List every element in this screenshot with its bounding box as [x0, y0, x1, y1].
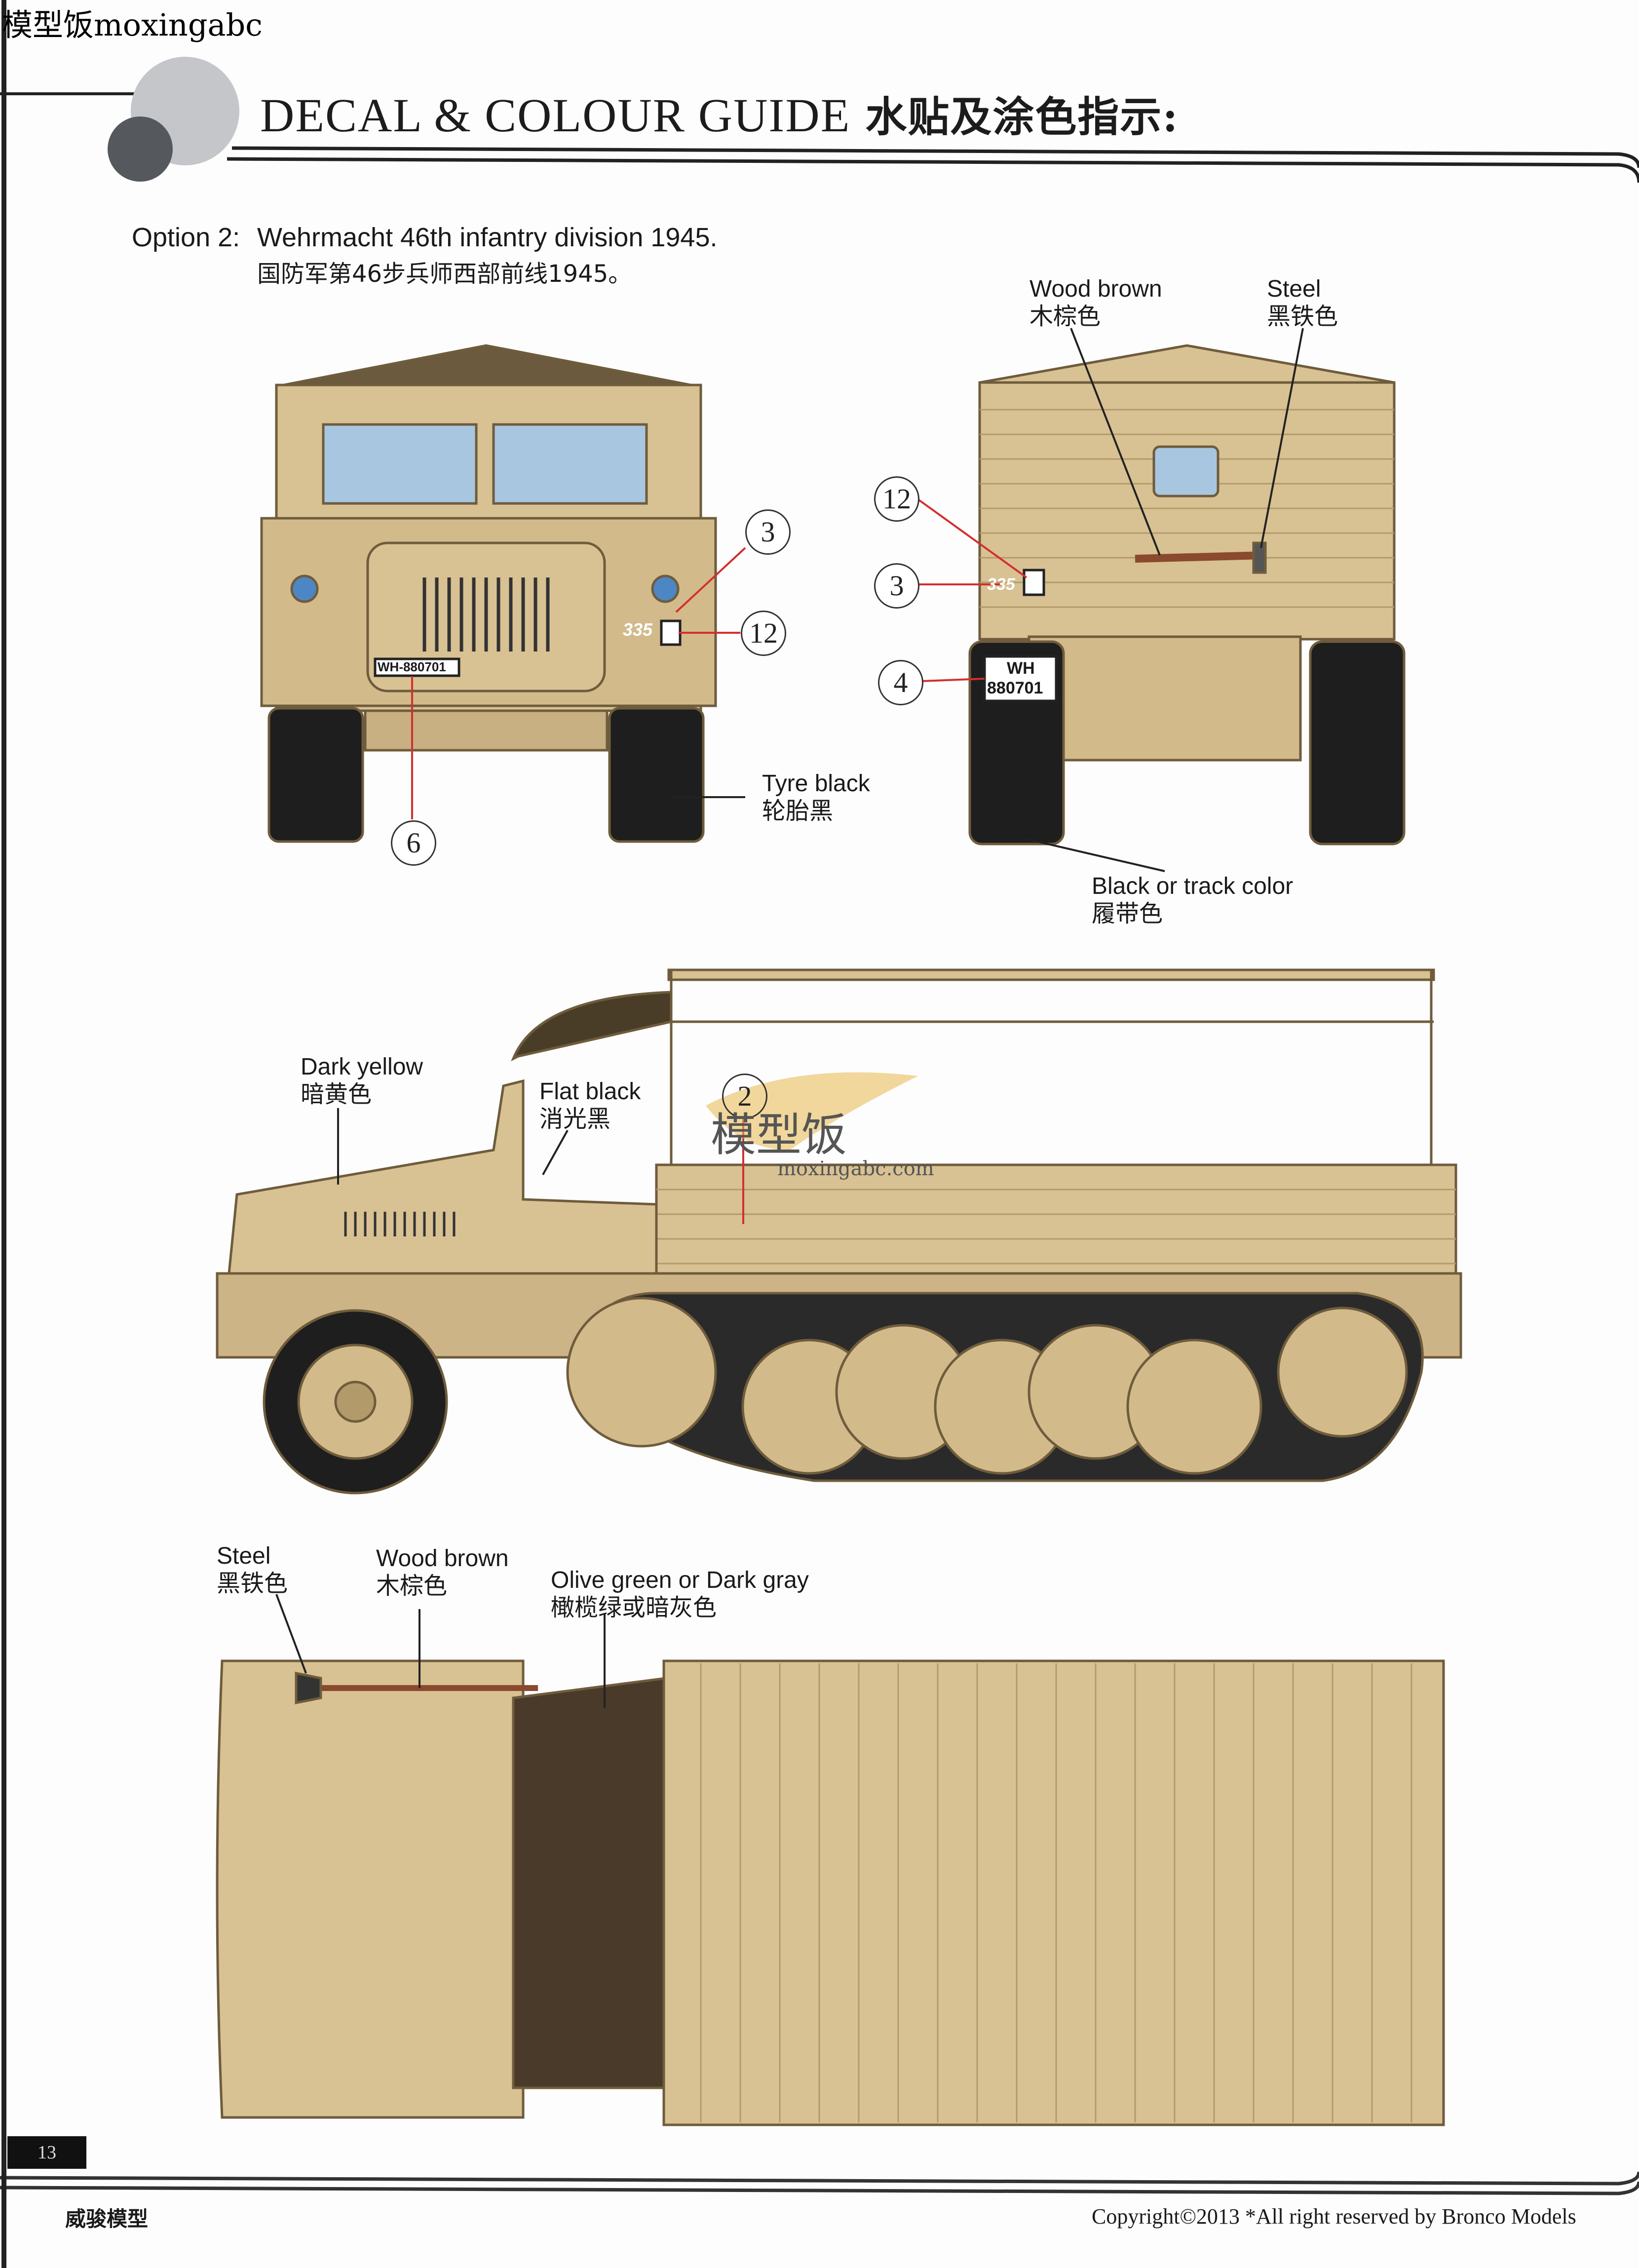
option-title-en: Wehrmacht 46th infantry division 1945. — [257, 223, 718, 252]
site-watermark-url: moxingabc.com — [777, 1157, 934, 1180]
label-zh: 暗黄色 — [301, 1081, 372, 1108]
callout-rear-12: 12 — [874, 476, 919, 522]
label-en: Steel — [1267, 276, 1321, 302]
label-en: Olive green or Dark gray — [551, 1567, 809, 1593]
rear-view — [968, 344, 1406, 846]
label-en: Wood brown — [1029, 276, 1162, 302]
label-en: Wood brown — [376, 1545, 509, 1572]
page-title-en: DECAL & COLOUR GUIDE — [260, 89, 851, 142]
front-callout-lines — [411, 547, 746, 819]
watermark-text: 模型饭moxingabc — [2, 7, 263, 43]
label-zh: 消光黑 — [539, 1106, 611, 1132]
front-view — [260, 344, 717, 843]
callout-rear-4: 4 — [878, 660, 923, 705]
page-number: 13 — [7, 2136, 86, 2169]
callout-rear-3: 3 — [874, 563, 919, 609]
label-en: Dark yellow — [301, 1054, 423, 1080]
label-en: Flat black — [539, 1078, 641, 1105]
front-plate-decal: WH-880701 — [378, 659, 446, 674]
label-zh: 轮胎黑 — [762, 798, 834, 824]
rear-callout-lines — [915, 497, 1028, 682]
top-view — [216, 1659, 1445, 2126]
callout-front-3: 3 — [745, 509, 791, 555]
side-view — [216, 968, 1462, 1495]
header-circle-dark — [108, 116, 173, 182]
option-label: Option 2: — [132, 223, 240, 252]
label-en: Black or track color — [1092, 873, 1294, 899]
page-title-zh: 水贴及涂色指示: — [865, 92, 1179, 141]
label-zh: 黑铁色 — [1267, 304, 1338, 330]
label-en: Tyre black — [762, 770, 870, 797]
site-watermark-zh: 模型饭 — [711, 1109, 847, 1161]
label-zh: 木棕色 — [376, 1573, 448, 1599]
label-en: Steel — [217, 1543, 271, 1569]
label-zh: 履带色 — [1092, 901, 1163, 927]
brand-name: 威骏模型 — [65, 2207, 149, 2231]
page-title: DECAL & COLOUR GUIDE 水贴及涂色指示: — [260, 84, 1179, 144]
callout-front-12: 12 — [741, 611, 786, 656]
callout-side-2: 2 — [722, 1074, 767, 1119]
front-unit-number-decal: 335 — [623, 619, 653, 640]
label-zh: 橄榄绿或暗灰色 — [551, 1595, 717, 1621]
rear-plate-line1: WH — [1007, 659, 1035, 678]
label-zh: 黑铁色 — [217, 1571, 288, 1597]
option-title-zh: 国防军第46步兵师西部前线1945。 — [257, 260, 632, 288]
rear-plate-line2: 880701 — [987, 679, 1043, 697]
label-zh: 木棕色 — [1029, 304, 1101, 330]
callout-front-6: 6 — [391, 820, 436, 866]
rear-unit-number-decal: 335 — [987, 575, 1015, 594]
copyright-text: Copyright©2013 *All right reserved by Br… — [1092, 2204, 1576, 2229]
